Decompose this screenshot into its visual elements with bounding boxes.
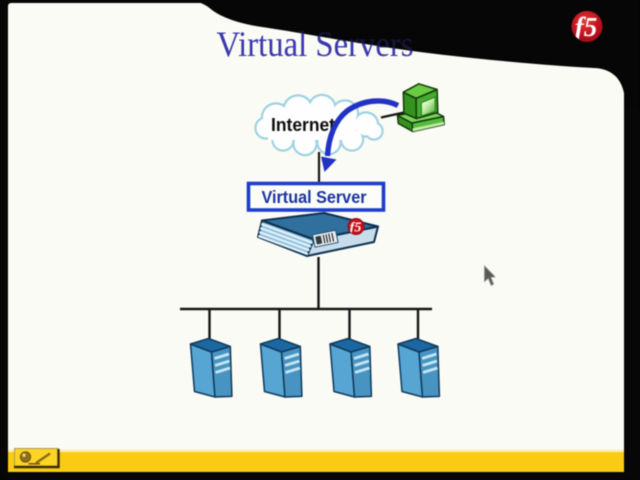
svg-text:Internet: Internet [271, 114, 335, 135]
svg-text:f5: f5 [350, 221, 362, 236]
svg-text:Virtual Servers: Virtual Servers [217, 24, 414, 64]
svg-text:f5: f5 [575, 12, 598, 42]
svg-text:Virtual Server: Virtual Server [262, 187, 367, 207]
